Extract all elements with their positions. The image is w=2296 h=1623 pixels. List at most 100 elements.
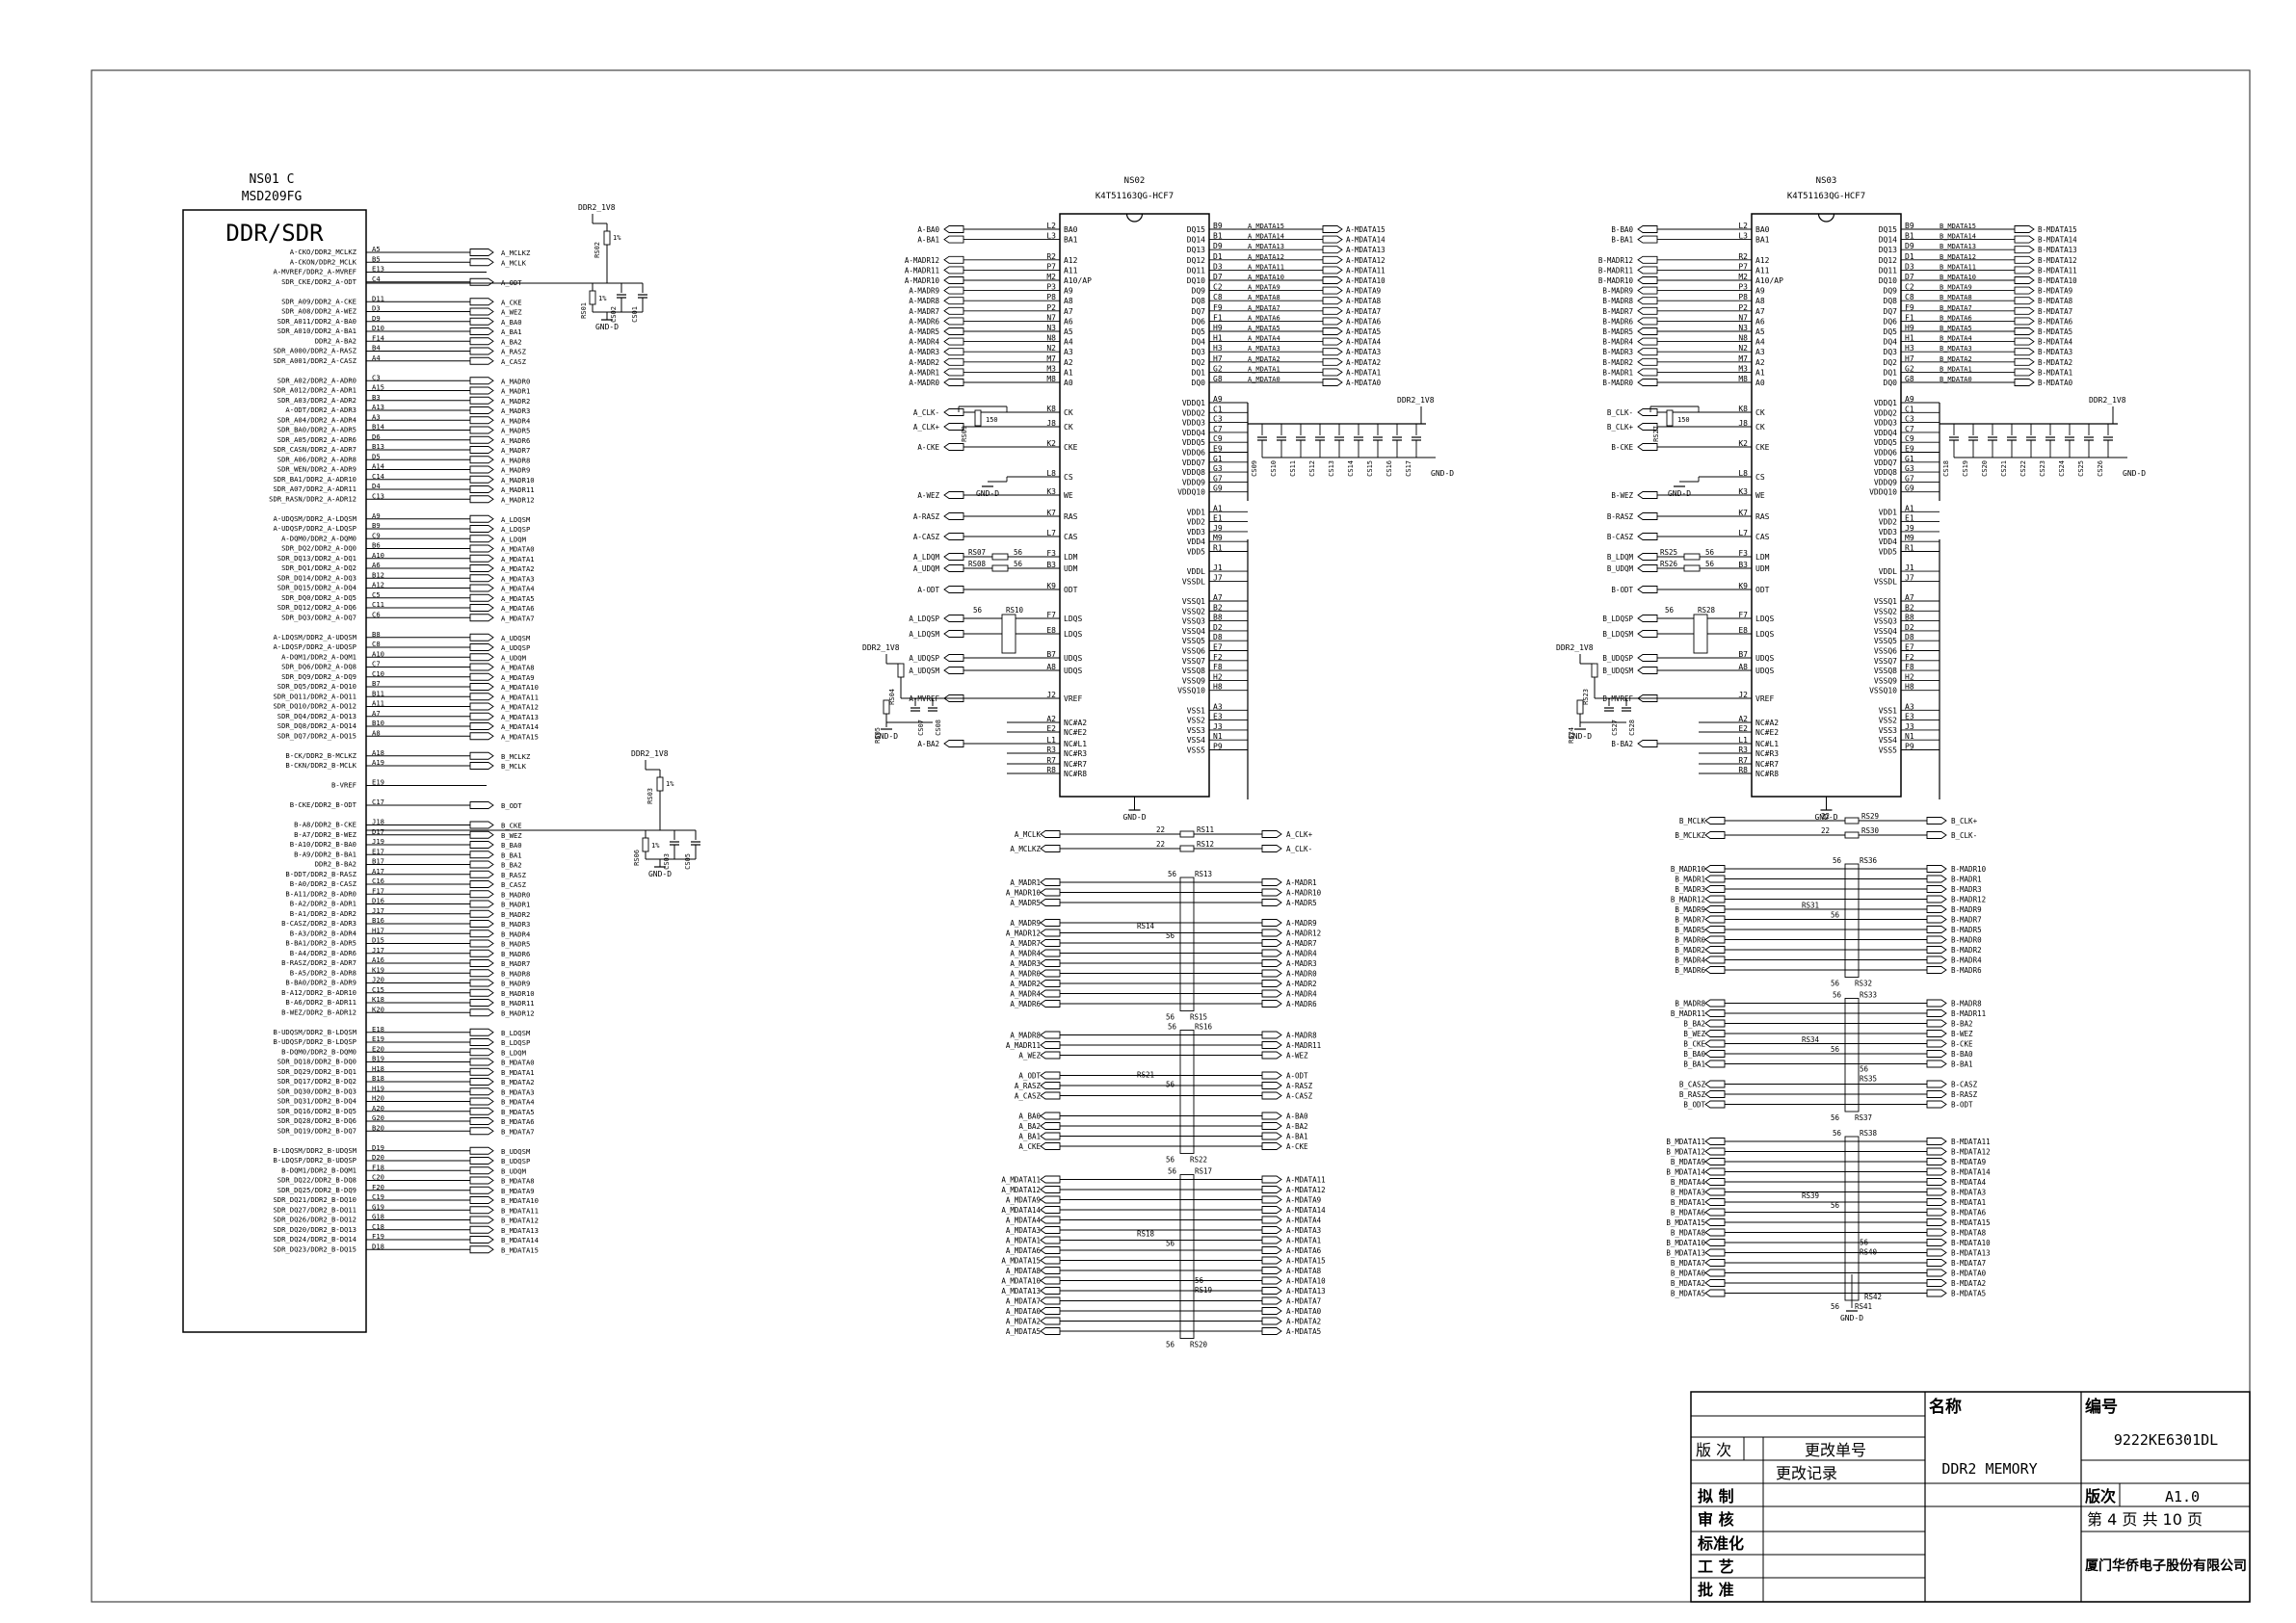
ns01-pin-num: E19	[372, 1034, 384, 1043]
ns01-pin-name: SDR_BA1/DDR2_A-ADR10	[273, 475, 356, 484]
chip-pin-num: P3	[1738, 283, 1748, 292]
chip-net: B-MDATA13	[2038, 246, 2077, 254]
ns01-net: B_MADR6	[501, 950, 530, 958]
offpage-connector	[1322, 348, 1343, 356]
chip-pin-num: F3	[1738, 549, 1748, 558]
offpage-connector	[469, 900, 494, 908]
chip-pin-num: N8	[1046, 334, 1056, 343]
ns01-net: A_CKE	[501, 298, 522, 306]
chip-pin-name: DQ12	[1879, 256, 1897, 265]
chip-pin-name: DQ15	[1187, 225, 1205, 234]
chip-pin-name: VDDQ9	[1182, 478, 1205, 486]
offpage-connector	[1261, 1236, 1282, 1244]
ns01-pin-num: A4	[372, 353, 381, 362]
offpage-connector	[1637, 327, 1658, 335]
chip-pin-num: M3	[1046, 364, 1056, 373]
offpage-connector	[1322, 357, 1343, 366]
chip-net: B_LDQM	[1607, 553, 1634, 562]
ns01-net: A_MADR7	[501, 446, 530, 455]
chip-pin-num: L2	[1738, 222, 1748, 230]
ns01-pin-name: SDR_DQ18/DDR2_B-DQ0	[277, 1058, 356, 1066]
offpage-connector	[943, 615, 964, 622]
offpage-connector	[1704, 1198, 1726, 1206]
res-val: 22	[1821, 826, 1830, 835]
chip-pin-name: DQ7	[1192, 307, 1206, 316]
offpage-connector	[1704, 926, 1726, 933]
offpage-connector	[469, 1196, 494, 1204]
offpage-connector	[1637, 297, 1658, 305]
ns01-net: B_BA1	[501, 851, 522, 859]
chip-pin-name: VDDQ1	[1182, 399, 1205, 407]
tb-name-label: 名称	[1929, 1397, 1962, 1417]
chip-pin-num: A2	[1738, 715, 1748, 723]
chip-pin-num: F1	[1905, 313, 1914, 322]
offpage-connector	[469, 969, 494, 978]
term-net-left: B_CKE	[1683, 1040, 1705, 1049]
chip-pin-name: DQ5	[1192, 327, 1206, 336]
tol: 1%	[666, 780, 674, 788]
res-ref: RS24	[1568, 727, 1575, 744]
term-net-left: A_BA0	[1018, 1113, 1041, 1121]
offpage-connector	[1926, 946, 1947, 954]
chip-pin-name: VDDQ8	[1182, 468, 1205, 477]
res-ref: RS42	[1864, 1293, 1882, 1301]
ns01-net: B_LDQSM	[501, 1029, 531, 1037]
ns01-net: B_BA2	[501, 861, 522, 870]
chip-notch	[1125, 213, 1144, 223]
rail-label: DDR2_1V8	[578, 203, 616, 212]
chip-pin-name: A0	[1064, 379, 1073, 387]
chip-pin-num: P8	[1738, 293, 1748, 301]
ns01-pin-name: B-A12/DDR2_B-ADR10	[281, 988, 356, 997]
chip-pin-name: VDD3	[1187, 528, 1205, 537]
offpage-connector	[1926, 885, 1947, 893]
chip-net: B-MADR0	[1602, 379, 1633, 387]
chip-pin-name: DQ13	[1187, 246, 1205, 254]
offpage-connector	[1926, 1259, 1947, 1267]
ns01-pin-num: F19	[372, 1232, 384, 1241]
cap-ref: CS24	[2058, 460, 2066, 477]
chip-net-inner: B_MDATA11	[1940, 263, 1976, 271]
resistor-array	[1844, 863, 1860, 978]
offpage-connector	[1040, 1091, 1061, 1100]
ns01-pin-num: D11	[372, 294, 384, 302]
offpage-connector	[1926, 1248, 1947, 1257]
offpage-connector	[1261, 1296, 1282, 1305]
chip-net-inner: B_MDATA9	[1940, 284, 1972, 292]
chip-pin-name: A3	[1064, 348, 1073, 356]
chip-net: A_UDQSM	[909, 667, 939, 675]
offpage-connector	[1637, 586, 1658, 593]
ns01-pin-name: SDR_DQ31/DDR2_B-DQ4	[277, 1097, 356, 1106]
offpage-connector	[1926, 966, 1947, 974]
term-net-left: A_CKE	[1018, 1142, 1041, 1151]
offpage-connector	[2014, 368, 2035, 377]
term-net-left: B_MDATA14	[1666, 1168, 1705, 1177]
ns01-pin-num: J19	[372, 837, 384, 846]
ns01-pin-num: B6	[372, 541, 381, 550]
gnd-label: GND-D	[1569, 732, 1592, 741]
chip-pin-name: UDQS	[1064, 654, 1082, 663]
term-net-right: A-BA0	[1286, 1113, 1308, 1121]
chip-net: B-MADR11	[1598, 266, 1633, 275]
offpage-connector	[1040, 1287, 1061, 1295]
chip-net: B-MADR5	[1602, 327, 1633, 336]
ns01-pin-name: B-DDT/DDR2_B-RASZ	[285, 870, 356, 878]
offpage-connector	[469, 386, 494, 395]
ns01-net: B_BA0	[501, 841, 522, 850]
offpage-connector	[943, 423, 964, 431]
chip-pin-name: A1	[1064, 368, 1073, 377]
ns01-pin-num: C6	[372, 610, 381, 618]
offpage-connector	[469, 1206, 494, 1215]
ns01-net: A_WEZ	[501, 308, 522, 317]
chip-pin-num: C2	[1213, 283, 1223, 292]
chip-pin-num: C8	[1905, 293, 1914, 301]
chip-pin-name: VSS2	[1187, 717, 1205, 725]
offpage-connector	[1261, 1051, 1282, 1060]
offpage-connector	[1926, 1208, 1947, 1217]
chip-pin-num: C7	[1905, 425, 1914, 433]
ns01-pin-num: D6	[372, 432, 381, 441]
offpage-connector	[1040, 929, 1061, 937]
term-net-right: A-MADR2	[1286, 980, 1317, 988]
chip-net: A-BA1	[917, 236, 939, 245]
chip-net: B-MDATA15	[2038, 225, 2077, 234]
offpage-connector	[2014, 235, 2035, 244]
